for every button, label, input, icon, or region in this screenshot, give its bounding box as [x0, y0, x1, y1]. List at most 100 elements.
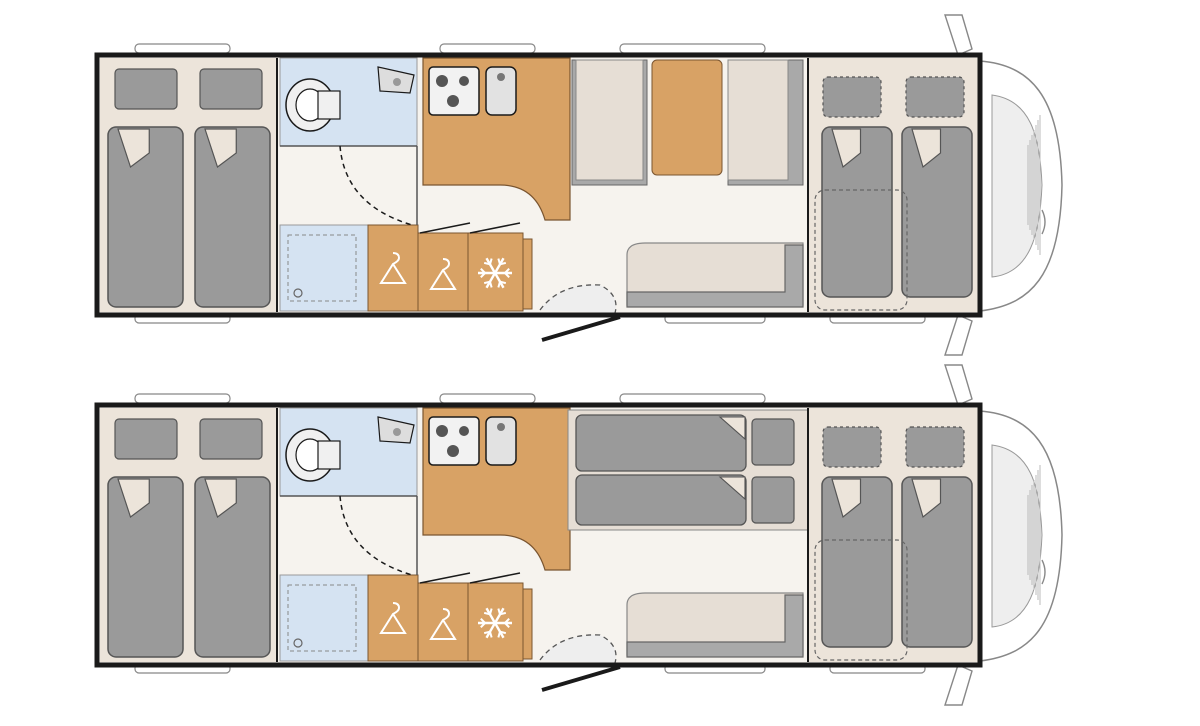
hob-burner [459, 76, 469, 86]
wheel-arch-left-top [134, 393, 231, 404]
front-mattress-right [901, 476, 973, 648]
fridge-side [522, 588, 533, 660]
rear-fold-right [204, 128, 237, 168]
snowflake-branch [489, 281, 493, 288]
mirror-top [944, 14, 973, 56]
snowflake-branch [499, 611, 507, 616]
front-fold-left [831, 128, 862, 169]
front-mattress-right [901, 126, 973, 298]
front-bed-dashed-outline [814, 539, 908, 661]
snowflake-branch [497, 631, 501, 638]
dinette-bed-pillow-top [751, 418, 795, 466]
wardrobe-door-lines [419, 572, 521, 584]
wardrobe-left [367, 574, 419, 662]
sink-drain [497, 423, 505, 431]
outer-wall [94, 402, 983, 668]
snowflake-branch [480, 622, 486, 629]
front-fold-right [911, 128, 942, 169]
front-mattress-left [821, 126, 893, 298]
dinette-bed-mattress-top [575, 414, 747, 472]
hob-icon [428, 416, 480, 466]
snowflake-branch [497, 258, 501, 265]
front-pillow-right [905, 76, 965, 118]
wardrobe-door-lines [419, 222, 521, 234]
snowflake-branch [480, 267, 486, 274]
snowflake-branch [504, 622, 510, 629]
snowflake-branch [499, 630, 507, 635]
wheel-arch-mid-top [439, 43, 536, 54]
mirror-bottom [944, 314, 973, 356]
rear-pillow-right [199, 418, 263, 460]
rear-mattress-left [107, 126, 184, 308]
snowflake-branch [489, 631, 493, 638]
mirror-bottom [944, 664, 973, 706]
logo-mark [1041, 209, 1046, 235]
wheel-arch-mid-top [439, 393, 536, 404]
front-pillow-left [822, 426, 882, 468]
toilet-cistern [317, 90, 341, 120]
hanger-icon [379, 602, 407, 634]
snowflake-branch [504, 267, 510, 274]
entrance-door [541, 665, 621, 692]
rear-mattress-left [107, 476, 184, 658]
dinette-day-layout [94, 14, 1063, 356]
sink-icon [485, 66, 517, 116]
dinette-bench-left [575, 59, 644, 181]
rear-mattress-right [194, 126, 271, 308]
rear-pillow-right [199, 68, 263, 110]
hanger-icon [429, 258, 457, 290]
wheel-arch-left-top [134, 43, 231, 54]
snowflake-branch [489, 258, 493, 265]
rear-fold-left [117, 478, 150, 518]
door-swing-icon [339, 495, 413, 576]
logo-mark [1041, 559, 1046, 585]
snowflake-arm [485, 607, 497, 624]
washbasin-drain [393, 78, 401, 86]
snowflake-branch [504, 617, 510, 624]
hanger-icon [429, 608, 457, 640]
snowflake-arm [485, 622, 497, 639]
snowflake-branch [483, 611, 491, 616]
front-fold-left [831, 478, 862, 519]
rear-pillow-left [114, 68, 178, 110]
toilet-cistern [317, 440, 341, 470]
rear-mattress-right [194, 476, 271, 658]
hob-burner [436, 425, 448, 437]
side-sofa-back [626, 244, 804, 308]
fridge-side [522, 238, 533, 310]
snowflake-branch [480, 272, 486, 279]
dinette-bed-layout [94, 364, 1063, 706]
snowflake-arm [485, 257, 497, 274]
snowflake-arm [493, 257, 505, 274]
wardrobe-right [417, 582, 469, 662]
snowflake-arm [493, 622, 505, 639]
snowflake-branch [497, 281, 501, 288]
front-mattress-left [821, 476, 893, 648]
hob-burner [447, 95, 459, 107]
outer-wall [94, 52, 983, 318]
wheel-arch-right-top [619, 393, 766, 404]
door-swing-icon [339, 145, 413, 226]
sink-icon [485, 416, 517, 466]
snowflake-branch [483, 261, 491, 266]
shower-drain [293, 638, 303, 648]
rear-pillow-left [114, 418, 178, 460]
entry-step [539, 634, 617, 664]
snowflake-icon [478, 607, 512, 639]
front-bed-dashed-outline [814, 189, 908, 311]
entrance-door [541, 315, 621, 342]
snowflake-branch [480, 617, 486, 624]
dinette-bench-right [727, 59, 789, 181]
dinette-bed-mattress-bottom [575, 474, 747, 526]
rear-fold-left [117, 128, 150, 168]
snowflake-arm [485, 272, 497, 289]
shower-screen [287, 584, 357, 652]
dinette-table [651, 59, 723, 176]
hob-icon [428, 66, 480, 116]
shower-drain [293, 288, 303, 298]
snowflake-icon [478, 257, 512, 289]
front-fold-right [911, 478, 942, 519]
hanger-icon [379, 252, 407, 284]
